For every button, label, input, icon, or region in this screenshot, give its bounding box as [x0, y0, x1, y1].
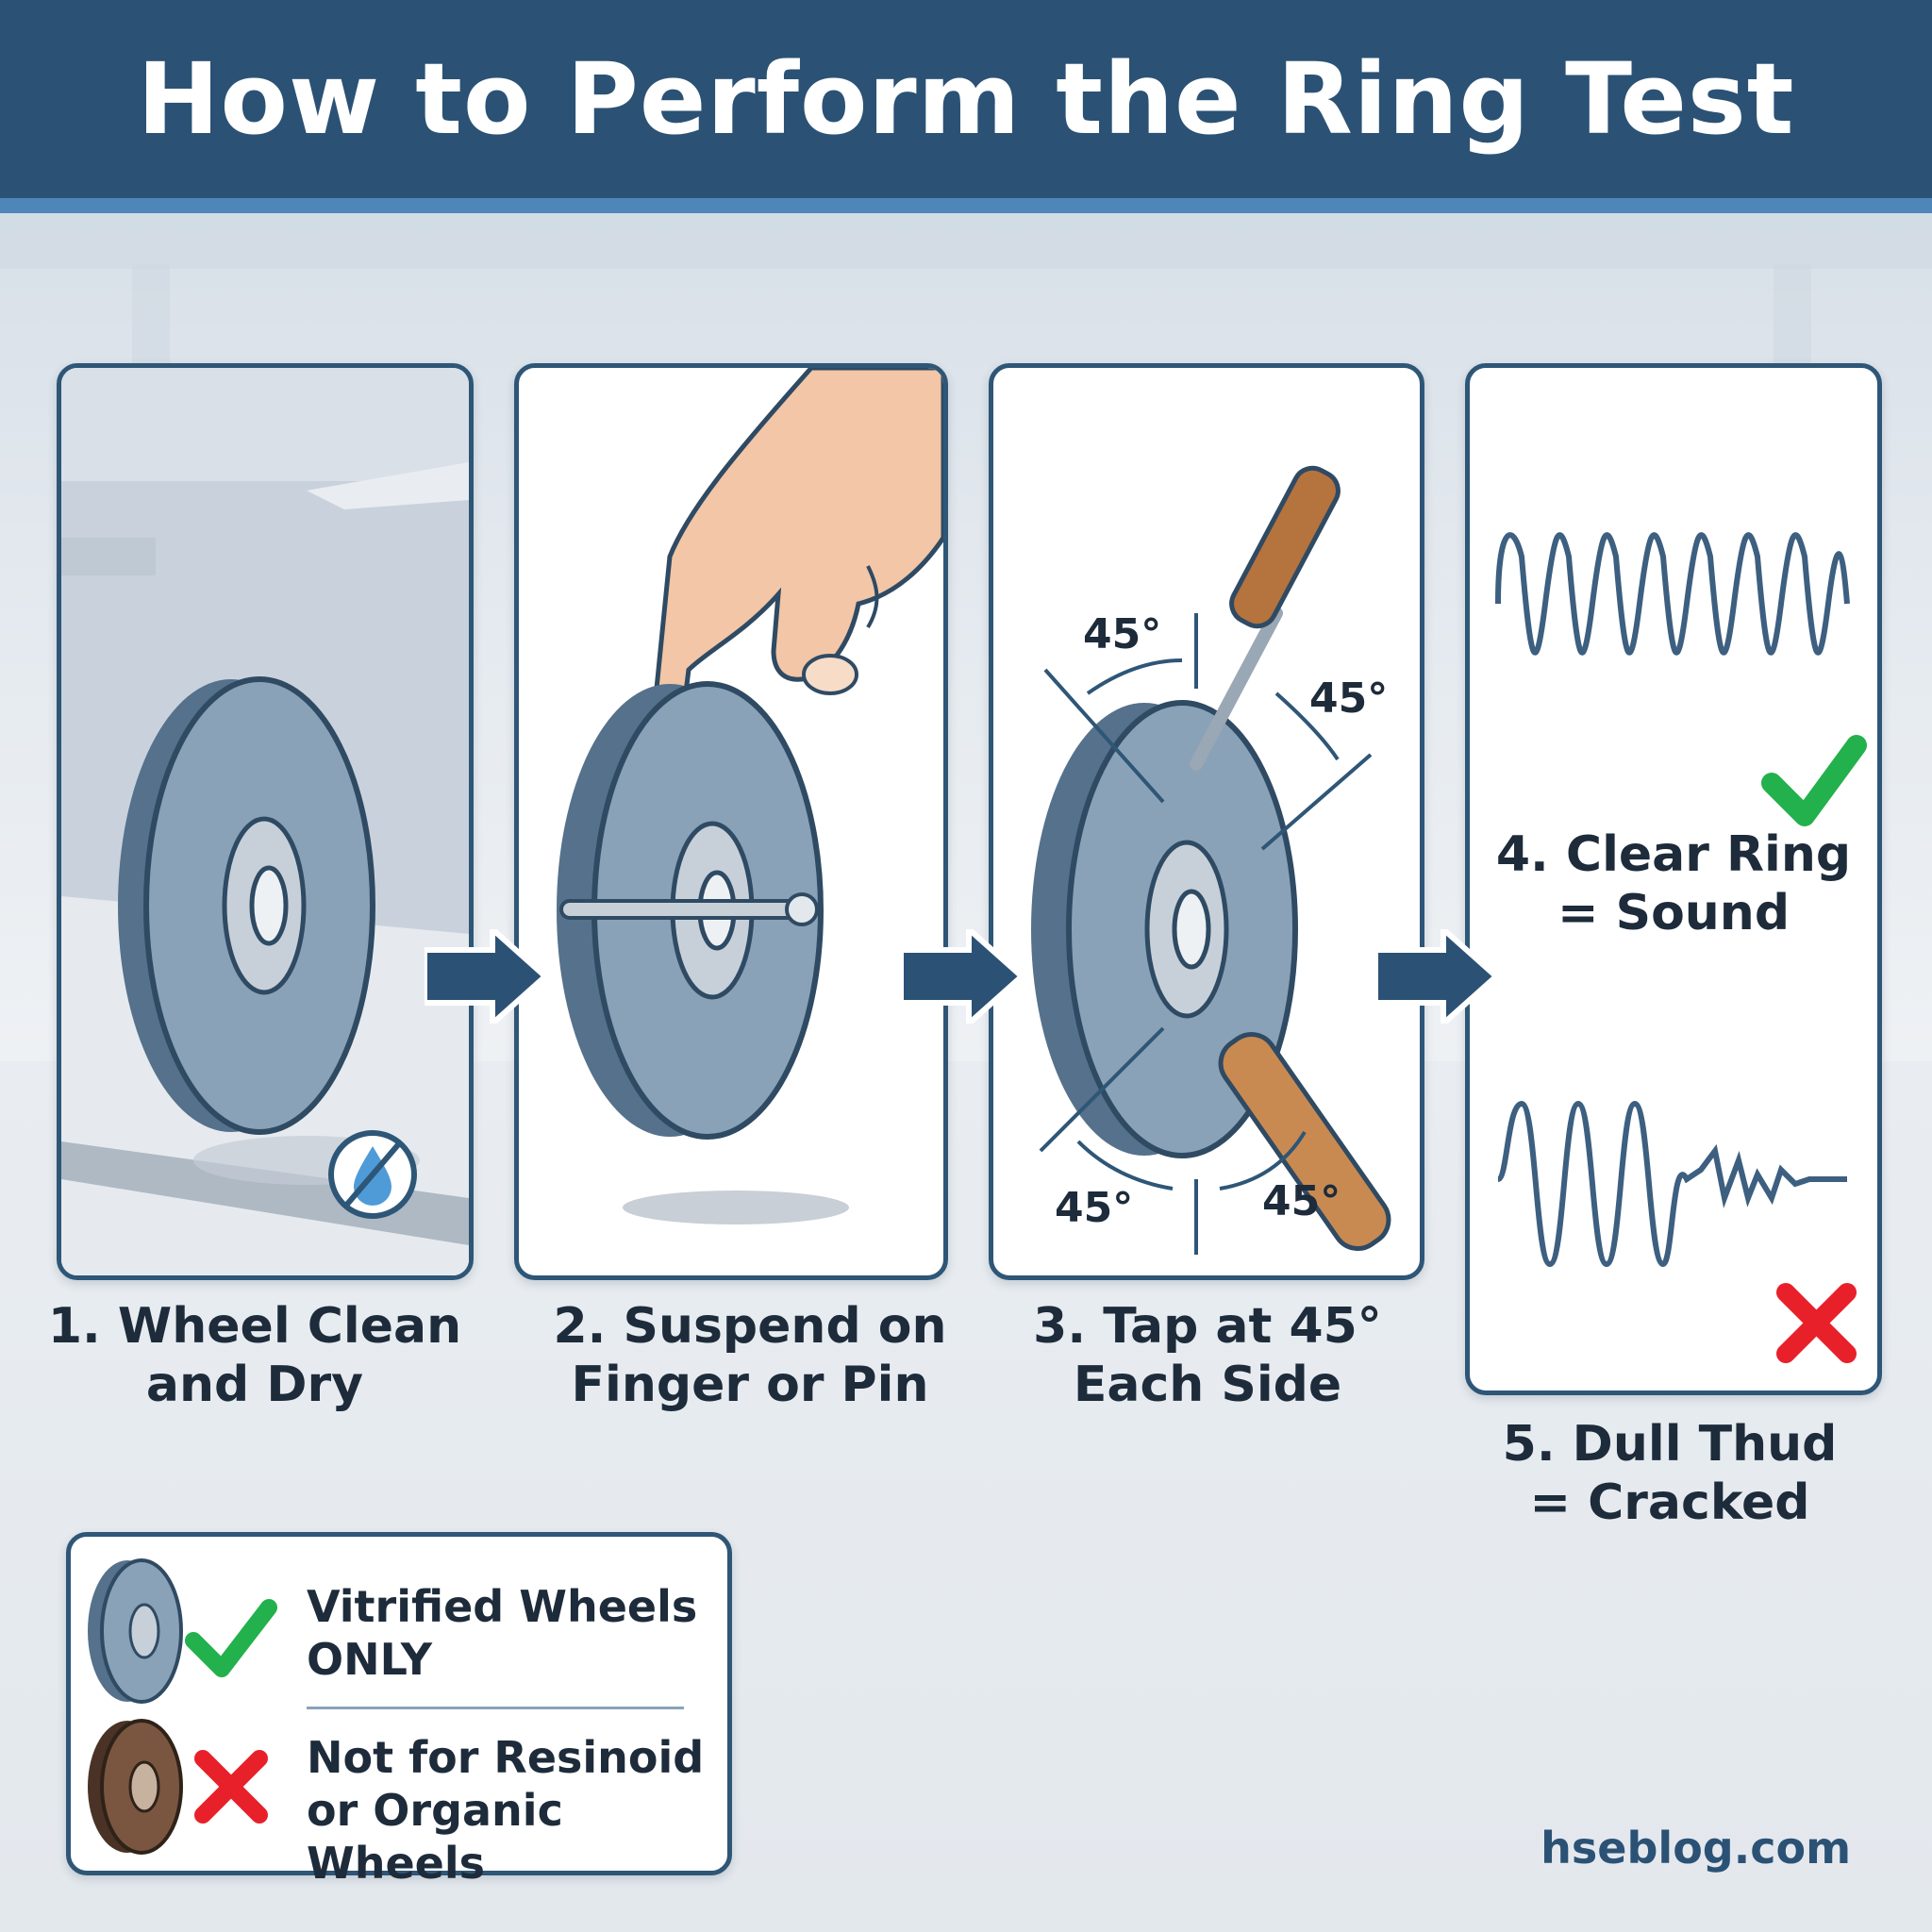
mallet-handle-icon — [1218, 1032, 1391, 1251]
pin-icon — [559, 892, 819, 926]
arrow-right-icon — [1375, 929, 1498, 1024]
check-icon — [1761, 735, 1867, 826]
arrow-right-icon — [425, 929, 547, 1024]
header-bar — [0, 0, 1932, 198]
angle-label-top-right: 45° — [1309, 675, 1388, 723]
angle-label-bottom-left: 45° — [1055, 1184, 1133, 1232]
angle-markers — [1039, 613, 1373, 1255]
background-beam — [0, 212, 1932, 269]
vitrified-wheel-icon — [88, 1558, 183, 1704]
legend-resinoid-text: Not for Resinoid or Organic Wheels — [307, 1732, 705, 1889]
resinoid-wheel-icon — [88, 1719, 183, 1855]
no-water-icon — [328, 1130, 417, 1219]
screwdriver-icon — [1190, 465, 1341, 771]
step-1-caption: 1. Wheel Clean and Dry — [47, 1298, 462, 1413]
cross-icon — [194, 1750, 268, 1824]
angle-label-top-left: 45° — [1083, 610, 1161, 658]
step-3-illustration: 45° 45° 45° 45° — [1031, 465, 1391, 1255]
clear-ring-wave — [1495, 532, 1850, 656]
step-4-5-panel: 4. Clear Ring = Sound — [1465, 363, 1882, 1395]
header-stripe — [0, 198, 1932, 213]
step-1-panel — [57, 363, 474, 1280]
angle-label-bottom-right: 45° — [1262, 1177, 1341, 1225]
check-icon — [185, 1599, 277, 1677]
step-3-caption: 3. Tap at 45° Each Side — [1033, 1298, 1382, 1413]
step-2-caption: 2. Suspend on Finger or Pin — [553, 1298, 947, 1413]
page-title: How to Perform the Ring Test — [137, 42, 1795, 157]
step-3-panel: 45° 45° 45° 45° — [989, 363, 1424, 1280]
step-2-panel — [514, 363, 948, 1280]
legend-vitrified-text: Vitrified Wheels ONLY — [307, 1581, 698, 1685]
legend-illustration — [88, 1558, 277, 1855]
sound-wave-illustration — [1495, 532, 1867, 1363]
step-1-illustration — [61, 368, 469, 1275]
legend-divider — [307, 1707, 684, 1709]
arrow-right-icon — [901, 929, 1024, 1024]
grinding-wheel-icon — [118, 676, 375, 1135]
legend-box: Vitrified Wheels ONLY Not for Resinoid o… — [66, 1532, 732, 1889]
step-5-caption: 5. Dull Thud = Cracked — [1502, 1416, 1838, 1531]
step-2-illustration — [557, 368, 943, 1224]
hand-icon — [648, 368, 943, 764]
dull-thud-wave — [1496, 1100, 1847, 1268]
website-label: hseblog.com — [1541, 1823, 1851, 1874]
step-4-caption: 4. Clear Ring = Sound — [1495, 826, 1852, 941]
cross-icon — [1776, 1283, 1857, 1363]
